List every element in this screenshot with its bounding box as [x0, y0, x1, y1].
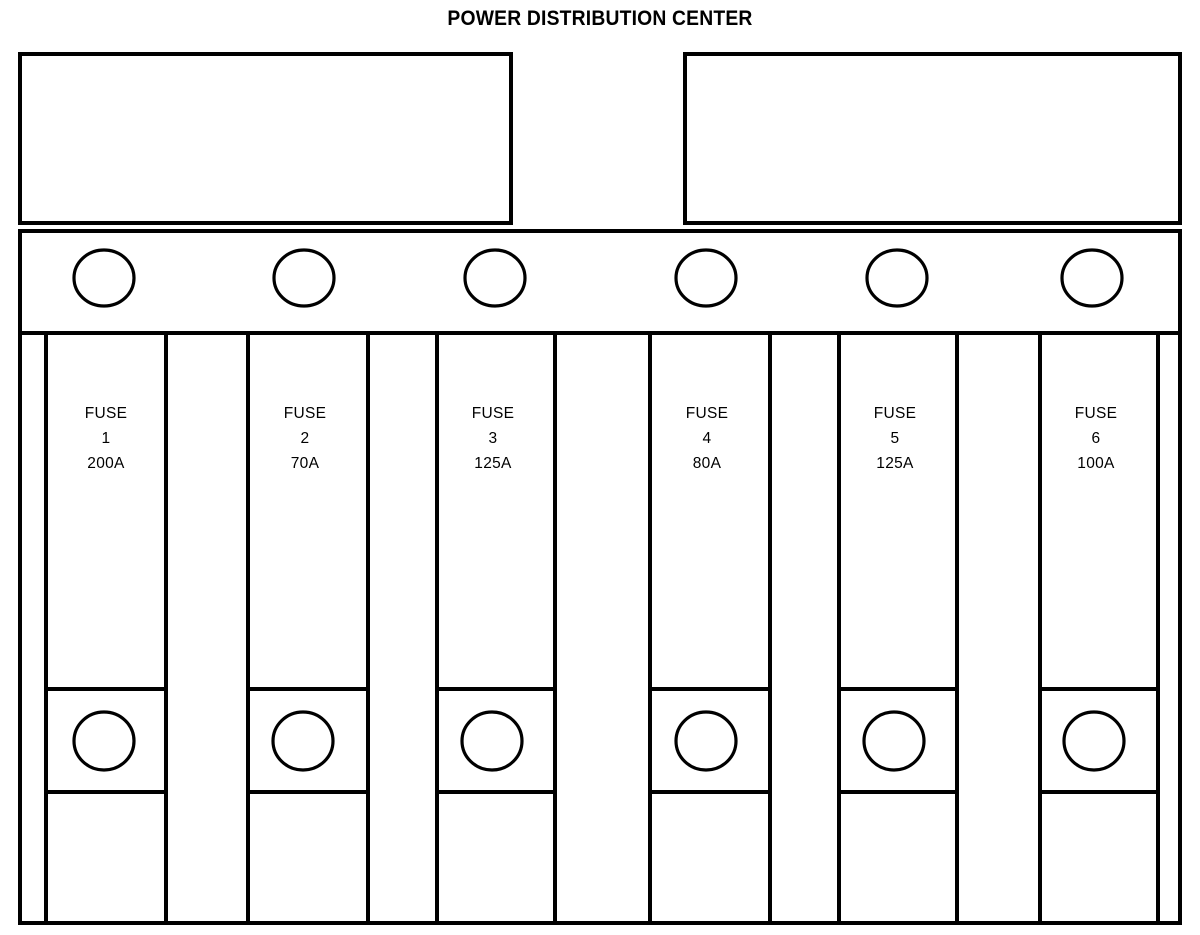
- fuse-3-socket-circle[interactable]: [460, 710, 524, 772]
- fuse-4-title: FUSE: [686, 405, 729, 422]
- fuse-1-number: 1: [102, 430, 111, 447]
- fuse-6-rating: 100A: [1077, 455, 1115, 472]
- fuse-1-title: FUSE: [85, 405, 128, 422]
- terminal-circle-5[interactable]: [865, 248, 929, 308]
- fuse-6-number: 6: [1092, 430, 1101, 447]
- fuse-slot-4[interactable]: FUSE 4 80A: [648, 333, 772, 923]
- fuse-1-socket-circle[interactable]: [72, 710, 136, 772]
- fuse-3-number: 3: [489, 430, 498, 447]
- terminal-circle-6[interactable]: [1060, 248, 1124, 308]
- fuse-slot-6[interactable]: FUSE 6 100A: [1038, 333, 1160, 923]
- fuse-2-socket-circle[interactable]: [271, 710, 335, 772]
- fuse-5-socket-circle[interactable]: [862, 710, 926, 772]
- fuse-slot-2[interactable]: FUSE 2 70A: [246, 333, 370, 923]
- fuse-2-title: FUSE: [284, 405, 327, 422]
- fuse-4-socket-circle[interactable]: [674, 710, 738, 772]
- fuse-4-number: 4: [703, 430, 712, 447]
- terminal-circle-3[interactable]: [463, 248, 527, 308]
- fuse-3-title: FUSE: [472, 405, 515, 422]
- fuse-6-socket-circle[interactable]: [1062, 710, 1126, 772]
- fuse-3-rating: 125A: [474, 455, 512, 472]
- terminal-circle-2[interactable]: [272, 248, 336, 308]
- fuse-4-rating: 80A: [693, 455, 722, 472]
- fuse-5-number: 5: [891, 430, 900, 447]
- left-upper-chamber: [18, 52, 513, 225]
- fuse-slot-1[interactable]: FUSE 1 200A: [44, 333, 168, 923]
- terminal-circle-1[interactable]: [72, 248, 136, 308]
- fuse-slot-3[interactable]: FUSE 3 125A: [435, 333, 557, 923]
- terminal-circle-4[interactable]: [674, 248, 738, 308]
- fuse-6-title: FUSE: [1075, 405, 1118, 422]
- fuse-5-rating: 125A: [876, 455, 914, 472]
- fuse-2-number: 2: [301, 430, 310, 447]
- fuse-2-rating: 70A: [291, 455, 320, 472]
- right-upper-chamber: [683, 52, 1182, 225]
- page-title: POWER DISTRIBUTION CENTER: [447, 7, 753, 30]
- fuse-1-rating: 200A: [87, 455, 125, 472]
- fuse-5-title: FUSE: [874, 405, 917, 422]
- fuse-slot-5[interactable]: FUSE 5 125A: [837, 333, 959, 923]
